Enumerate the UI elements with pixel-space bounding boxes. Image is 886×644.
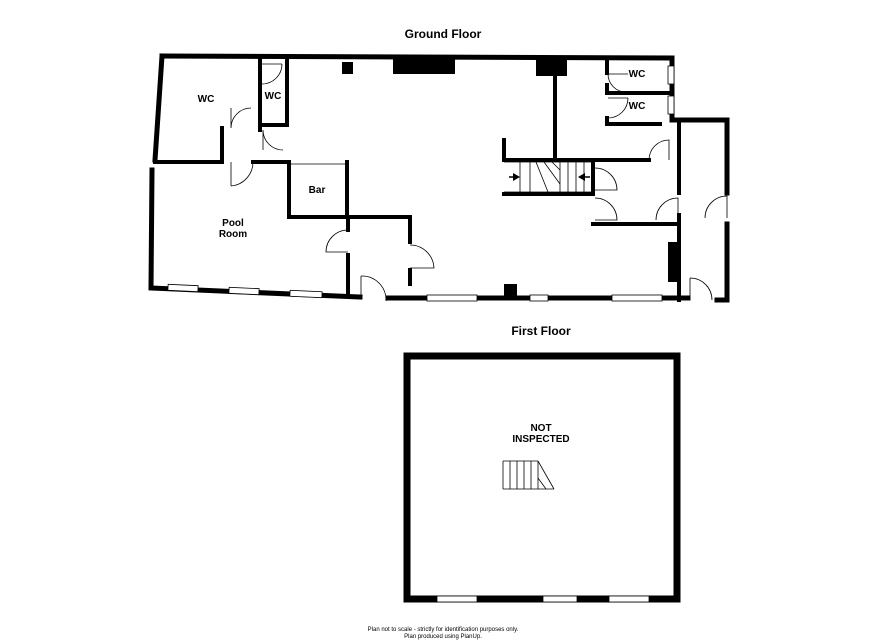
room-label-bar: Bar [309, 185, 326, 196]
room-label-wc-2: WC [265, 91, 282, 102]
first-floor-window-1 [436, 595, 478, 603]
room-label-wc-3: WC [629, 69, 646, 80]
first-floor-staircase [502, 460, 555, 490]
wall-block-3 [504, 284, 517, 298]
first-floor-window-2 [542, 595, 578, 603]
room-label-pool-line2: Room [219, 229, 247, 240]
first-floor-outer-walls [403, 352, 681, 603]
room-label-wc-1: WC [198, 94, 215, 105]
footer-credit: Plan produced using PlanUp. [404, 634, 482, 640]
wall-block-2 [536, 58, 567, 76]
footer-disclaimer: Plan not to scale - strictly for identif… [368, 627, 519, 633]
room-label-wc-4: WC [629, 101, 646, 112]
ground-floor-interior-walls [153, 58, 681, 302]
first-floor-window-3 [608, 595, 650, 603]
first-floor-label-line1: NOT [530, 423, 551, 434]
room-label-pool-line1: Pool [222, 218, 244, 229]
first-floor-plan: NOT INSPECTED [403, 352, 681, 603]
chimney-breast [393, 58, 455, 74]
stair-arrow-left-icon [578, 173, 585, 181]
ground-floor-windows [167, 65, 675, 302]
ground-floor-doors [230, 63, 728, 302]
ground-floor-title: Ground Floor [405, 27, 482, 41]
first-floor-title: First Floor [511, 324, 571, 338]
stair-arrow-right-icon [513, 173, 520, 181]
ground-floor-staircase [504, 161, 593, 193]
wall-block-1 [342, 62, 353, 74]
ground-floor-plan: WC WC WC WC Bar Pool Room [148, 53, 730, 303]
wall-block-4 [668, 242, 677, 282]
first-floor-label-line2: INSPECTED [512, 434, 569, 445]
